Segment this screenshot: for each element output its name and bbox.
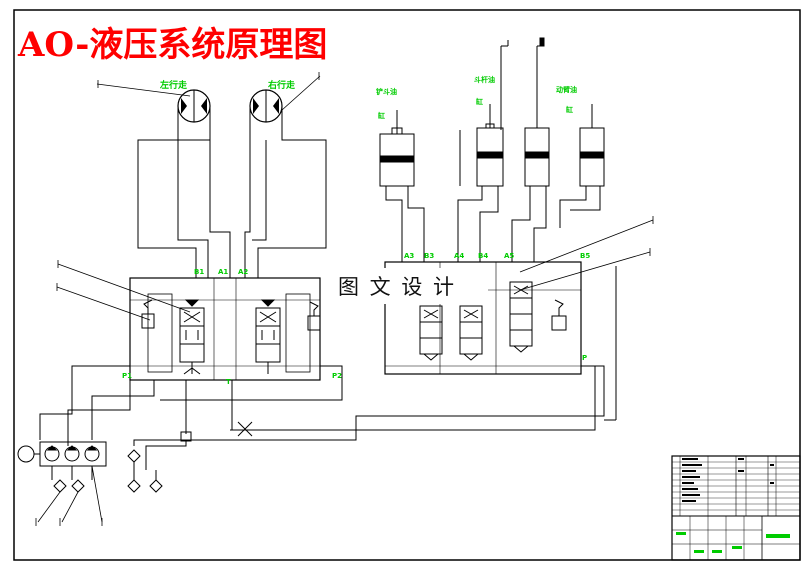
port-b1: B1: [194, 268, 204, 276]
port-a3: A3: [404, 252, 414, 260]
title-block-rows: [672, 461, 800, 511]
port-p1: P1: [122, 372, 132, 380]
page-title: AO-液压系统原理图: [17, 25, 327, 65]
title-block: [671, 455, 801, 561]
port-t: T: [226, 378, 231, 386]
port-a4: A4: [454, 252, 464, 260]
port-b4: B4: [478, 252, 488, 260]
left-travel-motor: [177, 89, 211, 140]
relief-valve-left: [141, 299, 155, 329]
travel-spool-right: [255, 299, 281, 374]
left-travel-label: 左行走: [159, 79, 187, 91]
stick-cyl-label-b: 缸: [475, 97, 483, 106]
port-a2: A2: [238, 268, 248, 276]
leader-lines: [56, 72, 654, 321]
travel-spool-left: [179, 299, 205, 375]
relief-valve-main: [551, 299, 567, 331]
svg-text:图 文 设 计: 图 文 设 计: [338, 275, 456, 299]
stick-cyl-label-a: 斗杆油: [474, 75, 495, 84]
port-p2: P2: [332, 372, 342, 380]
drawing-border: [13, 9, 801, 561]
cylinder-piping: [385, 130, 601, 262]
boom-cylinder-right: [579, 104, 605, 187]
right-travel-motor: [249, 89, 283, 140]
left-valve-block: [129, 277, 321, 381]
boom-cyl-label-a: 动臂油: [556, 85, 577, 94]
port-b3: B3: [424, 252, 434, 260]
right-travel-label: 右行走: [267, 79, 295, 91]
bucket-spool: [419, 305, 443, 361]
title-block-marks: [682, 458, 774, 502]
watermark: 图 文 设 计: [330, 268, 488, 304]
engine: [17, 445, 40, 463]
top-markers: [500, 37, 545, 130]
bottom-leaders: [35, 465, 103, 526]
bucket-cyl-label-b: 缸: [377, 111, 385, 120]
boom-cyl-label-b: 缸: [565, 105, 573, 114]
boom-spool: [509, 281, 533, 353]
stick-cylinder: [476, 104, 504, 187]
pump-group: [39, 441, 107, 467]
port-a1: A1: [218, 268, 228, 276]
port-b5: B5: [580, 252, 590, 260]
travel-piping: [137, 122, 327, 278]
port-a5: A5: [504, 252, 514, 260]
bucket-cylinder: [379, 110, 415, 187]
main-lines: [39, 266, 617, 470]
bucket-cyl-label-a: 铲斗油: [375, 87, 397, 96]
port-p: P: [582, 354, 587, 362]
relief-valve-right: [307, 301, 321, 331]
title-block-green-marks: [676, 532, 790, 553]
stick-spool: [459, 305, 483, 361]
